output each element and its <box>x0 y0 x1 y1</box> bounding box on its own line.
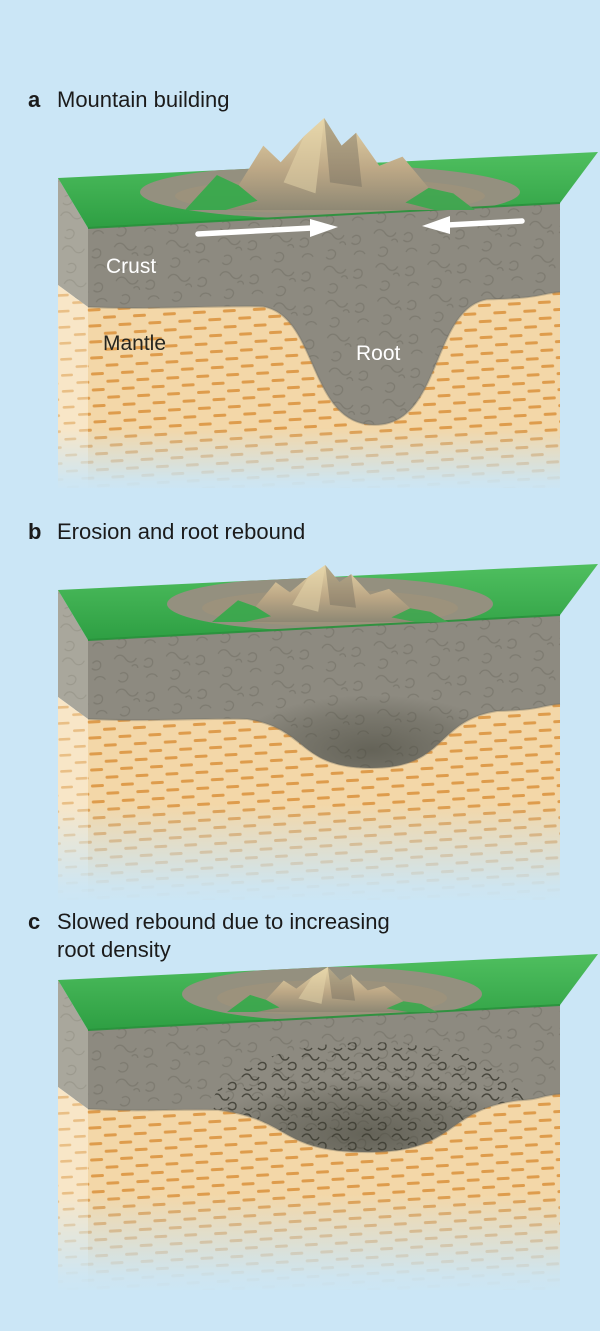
block-diagram-erosion-rebound <box>36 564 600 907</box>
panel-b-title: Erosion and root rebound <box>57 519 306 544</box>
crust-label: Crust <box>106 255 156 278</box>
mountain-shadow-facet <box>327 967 356 1001</box>
panel-b-letter: b <box>28 519 42 544</box>
mountain-body <box>227 967 437 1012</box>
crust-mantle-boundary <box>87 703 561 769</box>
mantle-label: Mantle <box>103 332 166 355</box>
panel-b-caption: b Erosion and root rebound <box>28 518 305 546</box>
surface-front-edge <box>87 1004 561 1031</box>
bottom-fade <box>36 804 600 907</box>
panel-a-letter: a <box>28 87 41 112</box>
compression-arrow-right-icon <box>195 219 338 237</box>
mountain-shadow-facet <box>325 565 356 608</box>
panel-a-title: Mountain building <box>57 87 230 112</box>
mountain-green-right <box>391 608 448 622</box>
mountain-body <box>212 565 448 622</box>
mountain-green-left <box>185 175 258 210</box>
panel-c-title-line2: root density <box>57 937 171 962</box>
compression-arrow-left-icon <box>422 216 525 234</box>
panel-c-caption: c Slowed rebound due to increasing root … <box>28 908 390 964</box>
crust-left-face <box>58 590 88 719</box>
surface-front-edge <box>87 202 561 229</box>
layer-labels: Crust Mantle Root <box>103 255 401 365</box>
mountain-light-facet <box>292 565 326 612</box>
root-label: Root <box>356 342 401 365</box>
mountain <box>227 967 437 1012</box>
block-diagram-slowed-rebound <box>36 954 600 1297</box>
crust-mantle-boundary <box>87 1093 561 1154</box>
mountain-light-facet <box>298 967 328 1004</box>
bottom-fade <box>36 1194 600 1297</box>
mountain-light-facet <box>283 118 325 194</box>
mountain-green-left <box>227 994 280 1012</box>
mountain-green-right <box>386 1001 437 1012</box>
crust-left-face <box>58 980 88 1109</box>
panel-c-title: Slowed rebound due to increasing <box>57 909 390 934</box>
panel-a-caption: a Mountain building <box>28 86 229 114</box>
bottom-fade <box>36 428 600 495</box>
crust-left-face <box>58 178 88 307</box>
compression-arrows <box>195 216 525 237</box>
mountain-green-right <box>405 187 475 210</box>
block-diagram-mountain-building: Crust Mantle Root <box>36 118 600 495</box>
mountain-body <box>185 118 475 210</box>
mountain-green-left <box>212 600 271 622</box>
mountain <box>212 565 448 622</box>
surface-front-edge <box>87 614 561 641</box>
crust-mantle-boundary <box>87 291 561 426</box>
mountain-shadow-facet <box>324 118 362 187</box>
panel-c-letter: c <box>28 909 41 934</box>
mountain <box>185 118 475 210</box>
